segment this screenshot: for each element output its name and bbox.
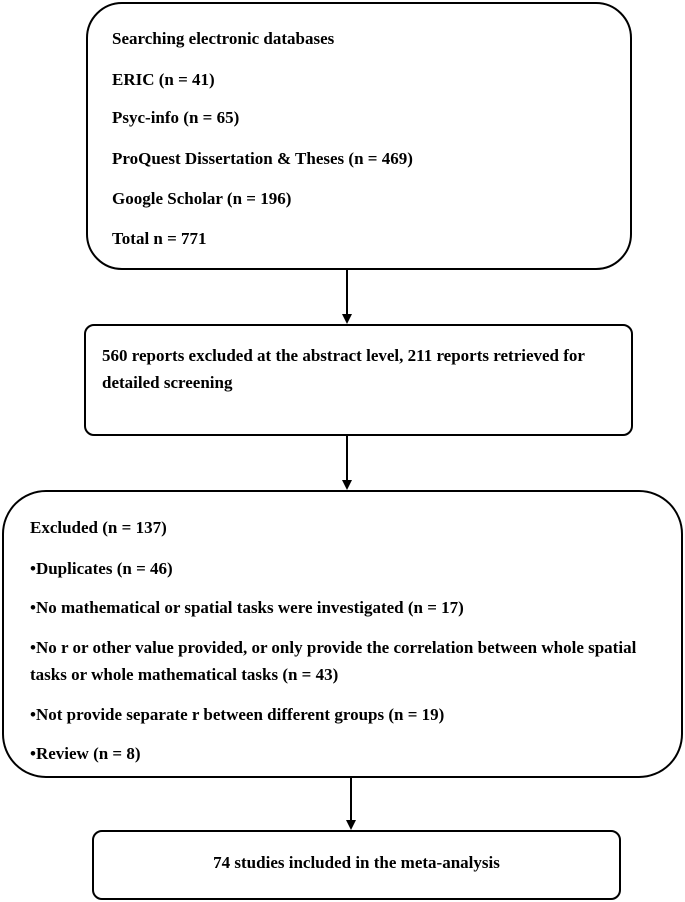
- included-studies-text: 74 studies included in the meta-analysis: [213, 853, 500, 872]
- proquest-count: ProQuest Dissertation & Theses (n = 469): [112, 149, 413, 168]
- exclusions-box: Excluded (n = 137) •Duplicates (n = 46) …: [2, 490, 683, 778]
- search-databases-title: Searching electronic databases: [112, 29, 335, 48]
- included-studies-box: 74 studies included in the meta-analysis: [92, 830, 621, 900]
- google-scholar-count: Google Scholar (n = 196): [112, 189, 292, 208]
- excluded-no-separate-r: •Not provide separate r between differen…: [30, 705, 445, 724]
- search-databases-box: Searching electronic databases ERIC (n =…: [86, 2, 632, 270]
- arrow-1: [341, 270, 353, 324]
- excluded-no-r-value: •No r or other value provided, or only p…: [30, 638, 637, 684]
- excluded-title: Excluded (n = 137): [30, 518, 167, 537]
- abstract-screening-box: 560 reports excluded at the abstract lev…: [84, 324, 633, 436]
- arrow-3: [345, 778, 357, 830]
- excluded-duplicates: •Duplicates (n = 46): [30, 559, 173, 578]
- eric-count: ERIC (n = 41): [112, 70, 215, 89]
- arrow-2: [341, 436, 353, 490]
- excluded-review: •Review (n = 8): [30, 744, 141, 763]
- excluded-no-tasks: •No mathematical or spatial tasks were i…: [30, 598, 464, 617]
- abstract-screening-text: 560 reports excluded at the abstract lev…: [102, 346, 585, 392]
- total-count: Total n = 771: [112, 229, 207, 248]
- psycinfo-count: Psyc-info (n = 65): [112, 108, 240, 127]
